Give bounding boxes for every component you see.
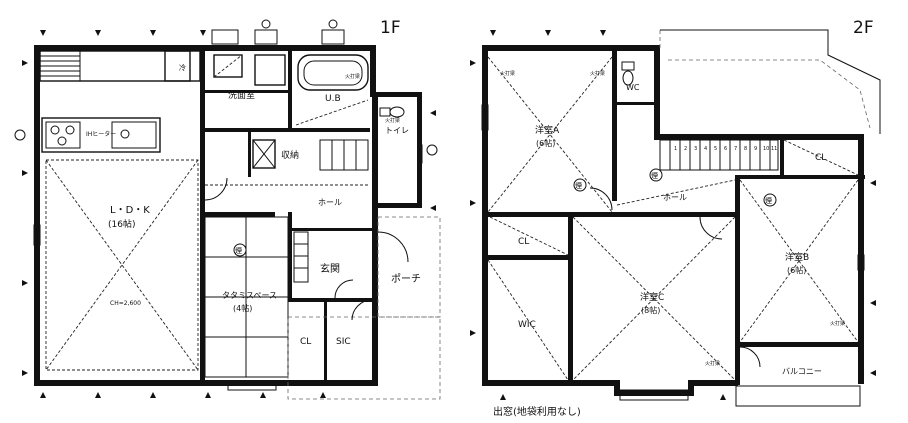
room-a-label: 洋室A: [535, 124, 560, 136]
fire-alarm-2f-c: 火打梁: [830, 320, 845, 327]
washroom-label: 洗面室: [228, 89, 255, 101]
room-a-size: (6帖): [536, 138, 555, 148]
stair-number: 7: [734, 146, 737, 152]
porch-label: ポーチ: [391, 273, 421, 285]
wc-label: WC: [626, 83, 640, 92]
fridge-label: 冷: [179, 63, 186, 72]
tatami-size: (4帖): [233, 303, 252, 313]
storage-label: 収納: [281, 149, 299, 161]
entrance-label: 玄関: [320, 262, 340, 275]
stair-number: 6: [724, 146, 727, 152]
hall-label-2f: ホール: [663, 193, 687, 202]
room-b-label: 洋室B: [785, 251, 809, 263]
smoke-detector-2f-b: 煙: [765, 196, 772, 205]
stair-number: 8: [744, 146, 747, 152]
fire-alarm-1f-a: 火打梁: [345, 73, 360, 80]
stair-number: 9: [754, 146, 757, 152]
hall-label-1f: ホール: [318, 198, 342, 207]
stair-steps: [669, 140, 771, 170]
stair-number: 5: [714, 146, 717, 152]
bay-window-note: 出窓(地袋利用なし): [493, 405, 581, 418]
toilet-label: トイレ: [385, 126, 409, 135]
fire-alarm-2f-a: 火打梁: [500, 70, 515, 77]
stair-number: 3: [694, 146, 697, 152]
floor-label-1f: 1F: [380, 18, 401, 38]
shoe-closet-label: SIC: [336, 337, 351, 347]
fire-alarm-2f-d: 火打梁: [705, 360, 720, 367]
stair-number: 4: [704, 146, 707, 152]
fire-alarm-2f-b: 火打梁: [590, 70, 605, 77]
room-c-label: 洋室C: [640, 291, 664, 303]
room-c-size: (8帖): [641, 305, 660, 315]
room-b-size: (6帖): [787, 265, 806, 275]
smoke-detector-2f-hall: 煙: [651, 171, 658, 180]
floor-label-2f: 2F: [853, 18, 874, 38]
fire-alarm-1f-b: 火打梁: [385, 117, 400, 124]
ldk-size: (16帖): [108, 218, 135, 230]
tatami-label: タタミスペース: [222, 291, 277, 300]
balcony-label: バルコニー: [782, 367, 822, 376]
stair-number: 1: [674, 146, 677, 152]
smoke-detector-1f: 煙: [235, 246, 242, 255]
closet-label-1f: CL: [300, 337, 311, 347]
second-floor-plan: 1 2 3 4 5 6 7 8 9 10 11 WC 洋室A (6帖) 煙 ホー…: [470, 29, 881, 418]
ih-heater-label: IHヒーター: [86, 130, 116, 138]
bath-label: U.B: [325, 94, 341, 104]
smoke-detector-2f-a: 煙: [575, 181, 582, 190]
stair-numbers: 1 2 3 4 5 6 7 8 9 10 11: [674, 146, 777, 152]
closet-a-label: CL: [518, 237, 529, 247]
stair-number: 11: [771, 146, 777, 152]
closet-b-label: CL: [815, 153, 826, 163]
first-floor-plan: 冷 IHヒーター L・D・K (16帖) CH=2,600 洗面室 U.B トイ…: [14, 19, 441, 400]
wic-label: WIC: [518, 320, 536, 330]
ldk-label: L・D・K: [110, 205, 150, 216]
stair-number: 2: [684, 146, 687, 152]
stair-number: 10: [763, 146, 769, 152]
ldk-ceiling-height: CH=2,600: [110, 300, 141, 307]
